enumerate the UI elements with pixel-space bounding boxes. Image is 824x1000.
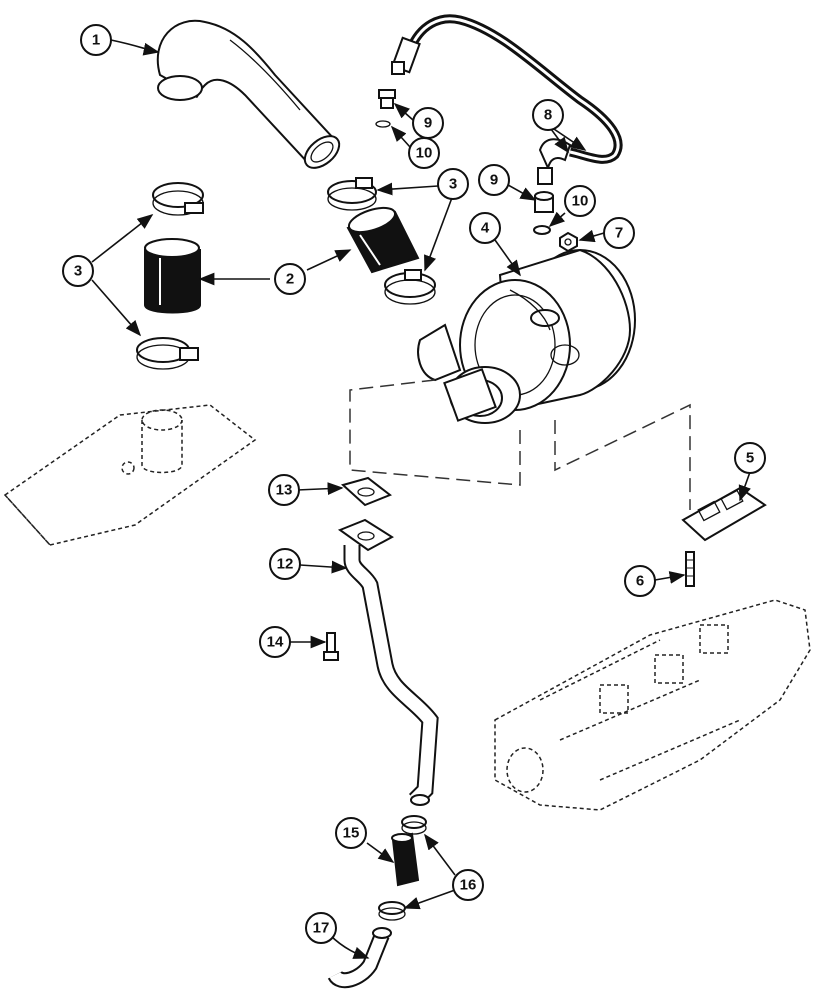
callout-9-upper: 9 (412, 107, 444, 139)
callout-7: 7 (603, 217, 635, 249)
rubber-hose-left (144, 238, 201, 314)
svg-text:6: 6 (636, 573, 644, 590)
oil-feed-line (391, 14, 623, 185)
svg-text:1: 1 (92, 32, 100, 49)
callout-10-lower: 10 (564, 185, 596, 217)
drain-elbow-tube (327, 927, 392, 989)
callout-14: 14 (259, 626, 291, 658)
svg-text:12: 12 (277, 556, 294, 573)
callout-3-center: 3 (437, 168, 469, 200)
callout-12: 12 (269, 548, 301, 580)
assembly-guide-lines (349, 379, 691, 510)
callout-2: 2 (274, 263, 306, 295)
hose-clamp-upper-left (152, 182, 204, 216)
hose-clamp-upper-center (327, 177, 377, 211)
svg-text:14: 14 (267, 634, 284, 651)
svg-text:17: 17 (313, 920, 330, 937)
svg-text:7: 7 (615, 225, 623, 242)
callout-3-left: 3 (62, 255, 94, 287)
svg-text:8: 8 (544, 107, 552, 124)
stud (685, 551, 695, 587)
turbocharger (417, 248, 636, 424)
adapter-fitting (534, 191, 554, 213)
hose-clamp-lower-left (136, 337, 199, 370)
rubber-hose-center (346, 206, 420, 274)
exhaust-gasket (681, 486, 767, 542)
svg-text:4: 4 (481, 220, 490, 237)
hose-clamp-lower-center (384, 269, 436, 305)
bolt (323, 632, 339, 661)
ghost-intake-plate (3, 404, 257, 546)
callout-9-lower: 9 (478, 164, 510, 196)
svg-text:13: 13 (276, 482, 293, 499)
svg-text:9: 9 (490, 172, 498, 189)
callout-16: 16 (452, 869, 484, 901)
callout-8: 8 (532, 99, 564, 131)
seal-washer-lower (533, 225, 551, 235)
svg-text:16: 16 (460, 877, 477, 894)
drain-hose-clamp-lower (378, 901, 406, 921)
callout-17: 17 (305, 912, 337, 944)
drain-gasket (340, 476, 392, 507)
hex-nut (559, 231, 578, 253)
drain-hose (391, 832, 420, 887)
svg-text:9: 9 (424, 115, 432, 132)
leader-lines (91, 39, 751, 959)
callout-10-upper: 10 (408, 137, 440, 169)
intake-elbow-tube (156, 19, 341, 169)
svg-text:10: 10 (572, 193, 589, 210)
callout-6: 6 (624, 565, 656, 597)
svg-text:2: 2 (286, 271, 294, 288)
callout-4: 4 (469, 212, 501, 244)
callout-5: 5 (734, 442, 766, 474)
svg-text:3: 3 (449, 176, 457, 193)
callout-13: 13 (268, 474, 300, 506)
ghost-exhaust-manifold (494, 599, 811, 811)
callout-15: 15 (335, 817, 367, 849)
svg-text:5: 5 (746, 450, 754, 467)
svg-text:10: 10 (416, 145, 433, 162)
oil-drain-tube (337, 518, 439, 807)
svg-text:15: 15 (343, 825, 360, 842)
callout-1: 1 (80, 24, 112, 56)
drain-hose-clamp-upper (401, 815, 427, 835)
seal-washer-upper (375, 120, 391, 128)
banjo-fitting-upper (378, 89, 396, 109)
svg-text:3: 3 (74, 263, 82, 280)
